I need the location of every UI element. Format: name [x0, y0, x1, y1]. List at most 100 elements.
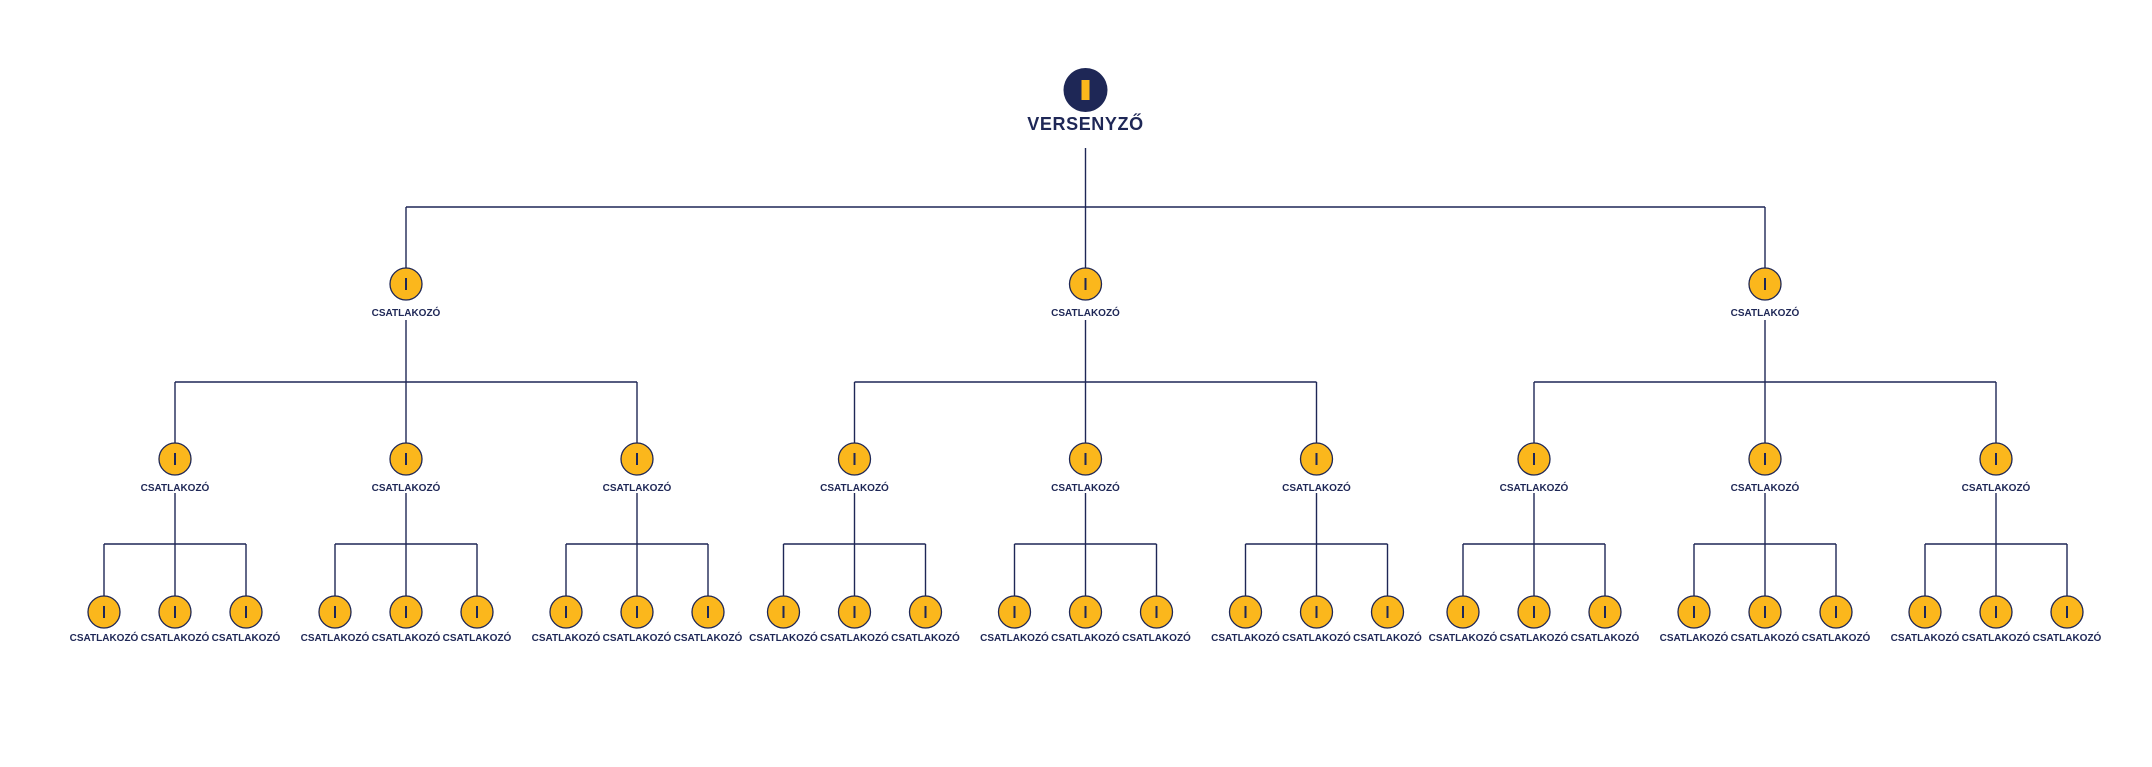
- member-label: CSATLAKOZÓ: [1051, 306, 1120, 319]
- member-label: CSATLAKOZÓ: [1282, 631, 1351, 644]
- member-label: CSATLAKOZÓ: [532, 631, 601, 644]
- member-label: CSATLAKOZÓ: [1802, 631, 1871, 644]
- member-label: CSATLAKOZÓ: [820, 481, 889, 494]
- member-node-level-1: CSATLAKOZÓ: [1731, 267, 1800, 319]
- member-label: CSATLAKOZÓ: [1660, 631, 1729, 644]
- bar-icon: [782, 606, 785, 618]
- member-node-level-3: CSATLAKOZÓ: [1571, 595, 1640, 644]
- bar-icon: [853, 606, 856, 618]
- member-node-level-3: CSATLAKOZÓ: [891, 595, 960, 644]
- member-label: CSATLAKOZÓ: [141, 631, 210, 644]
- member-label: CSATLAKOZÓ: [603, 481, 672, 494]
- member-node-level-3: CSATLAKOZÓ: [603, 595, 672, 644]
- bar-icon: [1315, 606, 1318, 618]
- member-node-level-3: CSATLAKOZÓ: [141, 595, 210, 644]
- member-node-level-3: CSATLAKOZÓ: [70, 595, 139, 644]
- member-label: CSATLAKOZÓ: [1962, 631, 2031, 644]
- bar-icon: [1693, 606, 1695, 618]
- bar-icon: [245, 606, 247, 618]
- bar-icon: [1462, 606, 1464, 618]
- member-node-level-2: CSATLAKOZÓ: [372, 442, 441, 494]
- member-node-level-3: CSATLAKOZÓ: [1731, 595, 1800, 644]
- root-node: VERSENYZŐ: [1027, 68, 1143, 134]
- member-node-level-2: CSATLAKOZÓ: [1282, 442, 1351, 494]
- bar-icon: [174, 453, 176, 465]
- bar-icon: [1386, 606, 1389, 618]
- bar-icon: [405, 453, 407, 465]
- bar-icon: [1995, 606, 1997, 618]
- bar-icon: [334, 606, 336, 618]
- member-node-level-1: CSATLAKOZÓ: [1051, 267, 1120, 319]
- member-label: CSATLAKOZÓ: [141, 481, 210, 494]
- member-label: CSATLAKOZÓ: [372, 481, 441, 494]
- bar-icon: [853, 453, 856, 465]
- bar-icon: [1835, 606, 1837, 618]
- connector-lines: [103, 148, 2068, 596]
- bar-icon: [1995, 453, 1997, 465]
- member-node-level-3: CSATLAKOZÓ: [1802, 595, 1871, 644]
- bar-icon: [476, 606, 478, 618]
- bar-icon: [1764, 453, 1766, 465]
- member-node-level-2: CSATLAKOZÓ: [603, 442, 672, 494]
- member-node-level-3: CSATLAKOZÓ: [372, 595, 441, 644]
- bar-icon: [1081, 80, 1090, 100]
- member-label: CSATLAKOZÓ: [443, 631, 512, 644]
- member-node-level-3: CSATLAKOZÓ: [1211, 595, 1280, 644]
- member-label: CSATLAKOZÓ: [372, 306, 441, 319]
- member-label: CSATLAKOZÓ: [674, 631, 743, 644]
- root-label: VERSENYZŐ: [1027, 113, 1143, 134]
- bar-icon: [636, 606, 638, 618]
- member-node-level-3: CSATLAKOZÓ: [532, 595, 601, 644]
- member-node-level-3: CSATLAKOZÓ: [1353, 595, 1422, 644]
- member-node-level-3: CSATLAKOZÓ: [301, 595, 370, 644]
- member-label: CSATLAKOZÓ: [1051, 481, 1120, 494]
- bar-icon: [103, 606, 105, 618]
- member-label: CSATLAKOZÓ: [1891, 631, 1960, 644]
- bar-icon: [1244, 606, 1247, 618]
- member-node-level-2: CSATLAKOZÓ: [1051, 442, 1120, 494]
- member-label: CSATLAKOZÓ: [1500, 481, 1569, 494]
- bar-icon: [1013, 606, 1016, 618]
- bar-icon: [405, 606, 407, 618]
- member-label: CSATLAKOZÓ: [1571, 631, 1640, 644]
- member-label: CSATLAKOZÓ: [1731, 306, 1800, 319]
- member-label: CSATLAKOZÓ: [1731, 631, 1800, 644]
- bar-icon: [1604, 606, 1606, 618]
- member-label: CSATLAKOZÓ: [1051, 631, 1120, 644]
- bar-icon: [565, 606, 567, 618]
- member-label: CSATLAKOZÓ: [212, 631, 281, 644]
- member-label: CSATLAKOZÓ: [1282, 481, 1351, 494]
- member-node-level-2: CSATLAKOZÓ: [1500, 442, 1569, 494]
- member-node-level-3: CSATLAKOZÓ: [443, 595, 512, 644]
- member-node-level-3: CSATLAKOZÓ: [674, 595, 743, 644]
- member-label: CSATLAKOZÓ: [980, 631, 1049, 644]
- bar-icon: [1533, 453, 1535, 465]
- member-label: CSATLAKOZÓ: [1353, 631, 1422, 644]
- bar-icon: [1764, 278, 1766, 290]
- member-node-level-3: CSATLAKOZÓ: [1282, 595, 1351, 644]
- bar-icon: [1764, 606, 1766, 618]
- bar-icon: [1084, 453, 1087, 465]
- member-label: CSATLAKOZÓ: [301, 631, 370, 644]
- member-node-level-3: CSATLAKOZÓ: [2033, 595, 2102, 644]
- member-node-level-3: CSATLAKOZÓ: [1429, 595, 1498, 644]
- member-node-level-3: CSATLAKOZÓ: [1891, 595, 1960, 644]
- member-node-level-3: CSATLAKOZÓ: [1962, 595, 2031, 644]
- bar-icon: [1084, 606, 1087, 618]
- bar-icon: [924, 606, 927, 618]
- member-label: CSATLAKOZÓ: [820, 631, 889, 644]
- bar-icon: [707, 606, 709, 618]
- member-node-level-3: CSATLAKOZÓ: [980, 595, 1049, 644]
- bar-icon: [174, 606, 176, 618]
- member-label: CSATLAKOZÓ: [603, 631, 672, 644]
- member-label: CSATLAKOZÓ: [70, 631, 139, 644]
- bar-icon: [1155, 606, 1158, 618]
- member-node-level-3: CSATLAKOZÓ: [1500, 595, 1569, 644]
- member-node-level-3: CSATLAKOZÓ: [212, 595, 281, 644]
- member-label: CSATLAKOZÓ: [1211, 631, 1280, 644]
- member-node-level-2: CSATLAKOZÓ: [820, 442, 889, 494]
- member-node-level-1: CSATLAKOZÓ: [372, 267, 441, 319]
- bar-icon: [1315, 453, 1318, 465]
